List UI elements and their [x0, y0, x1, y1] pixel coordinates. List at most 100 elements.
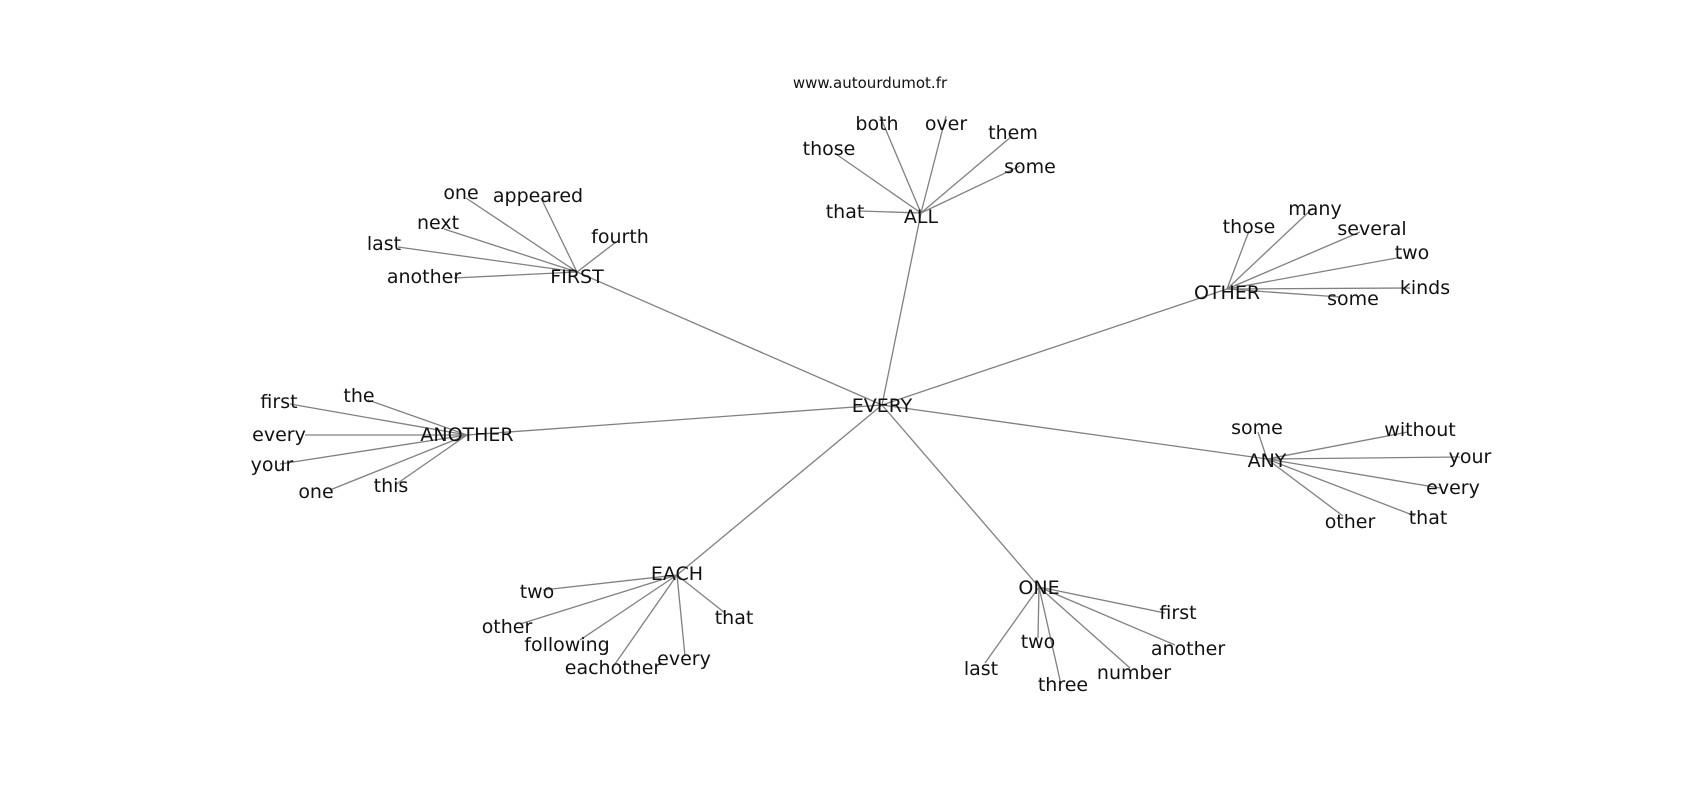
leaf-node-another-first: first [260, 391, 297, 413]
edge-each-other [519, 574, 678, 625]
edge-every-each [676, 404, 883, 576]
edge-first-another [453, 271, 578, 279]
edge-one-last [984, 586, 1040, 664]
leaf-node-first-last: last [367, 233, 401, 255]
edge-all-those [835, 153, 922, 214]
edge-any-every [1266, 458, 1441, 489]
hub-node-each: EACH [651, 563, 703, 585]
edge-first-one [465, 197, 578, 273]
edge-each-eachother [614, 574, 678, 665]
leaf-node-first-fourth: fourth [591, 226, 649, 248]
leaf-node-all-them: them [988, 122, 1038, 144]
edge-each-that [676, 574, 726, 614]
site-credit: www.autourdumot.fr [793, 74, 948, 92]
edge-every-all [881, 212, 922, 406]
leaf-node-one-three: three [1038, 674, 1088, 696]
graph-edges [279, 115, 1461, 681]
edge-other-two [1226, 256, 1403, 290]
edge-every-another [466, 404, 883, 436]
leaf-node-first-another: another [387, 266, 461, 288]
leaf-node-any-your: your [1449, 446, 1492, 468]
leaf-node-any-that: that [1409, 507, 1448, 529]
edge-first-next [443, 228, 578, 273]
edge-all-over [920, 115, 947, 214]
edge-each-following [579, 574, 678, 641]
hub-node-all: ALL [904, 206, 939, 228]
center-node: EVERY [852, 395, 913, 417]
edge-another-this [394, 434, 468, 486]
hub-node-another: ANOTHER [420, 424, 513, 446]
leaf-node-other-many: many [1288, 198, 1341, 220]
leaf-node-each-other: other [482, 616, 533, 638]
edge-one-first [1038, 586, 1166, 614]
leaf-node-another-this: this [374, 475, 409, 497]
edge-any-some [1257, 431, 1268, 460]
edge-each-every [676, 574, 686, 657]
leaf-node-other-those: those [1223, 216, 1276, 238]
leaf-node-all-those: those [803, 138, 856, 160]
leaf-node-first-one: one [443, 182, 478, 204]
leaf-node-one-two: two [1021, 631, 1056, 653]
leaf-node-each-that: that [715, 607, 754, 629]
leaf-node-any-some: some [1231, 417, 1283, 439]
edge-other-many [1226, 207, 1314, 290]
leaf-node-one-number: number [1097, 662, 1171, 684]
hub-node-first: FIRST [550, 266, 604, 288]
edge-one-two [1037, 586, 1040, 639]
leaf-node-other-kinds: kinds [1400, 277, 1450, 299]
edge-all-both [879, 115, 922, 214]
leaf-node-any-other: other [1325, 511, 1376, 533]
edge-all-them [920, 135, 1013, 214]
leaf-node-any-every: every [1426, 477, 1480, 499]
leaf-node-all-over: over [925, 113, 968, 135]
leaf-node-one-another: another [1151, 638, 1225, 660]
edge-all-some [920, 165, 1021, 214]
edge-other-kinds [1226, 287, 1411, 290]
hub-node-other: OTHER [1194, 282, 1260, 304]
edge-one-number [1038, 586, 1131, 669]
edge-first-fourth [576, 241, 617, 273]
edge-first-last [397, 246, 578, 273]
edge-other-some [1226, 288, 1341, 298]
leaf-node-each-two: two [520, 581, 555, 603]
leaf-node-all-that: that [826, 201, 865, 223]
edge-another-one [329, 434, 468, 491]
edge-other-several [1226, 231, 1361, 290]
hub-node-one: ONE [1018, 577, 1059, 599]
leaf-node-another-your: your [251, 454, 294, 476]
edge-any-other [1266, 458, 1344, 517]
leaf-node-one-last: last [964, 658, 998, 680]
edge-every-other [881, 288, 1228, 406]
leaf-node-one-first: first [1159, 602, 1196, 624]
leaf-node-another-every: every [252, 424, 306, 446]
leaf-node-any-without: without [1384, 419, 1455, 441]
leaf-node-first-next: next [417, 212, 459, 234]
edge-another-first [289, 403, 468, 436]
leaf-node-all-some: some [1004, 156, 1056, 178]
leaf-node-first-appeared: appeared [493, 185, 583, 207]
leaf-node-each-eachother: eachother [565, 657, 662, 679]
edge-one-another [1038, 586, 1176, 646]
leaf-node-other-two: two [1395, 242, 1430, 264]
leaf-node-another-one: one [298, 481, 333, 503]
edge-any-your [1266, 456, 1461, 460]
edge-another-your [279, 434, 468, 465]
edge-another-the [367, 399, 468, 436]
leaf-node-other-some: some [1327, 288, 1379, 310]
edge-other-those [1226, 230, 1250, 290]
leaf-node-other-several: several [1337, 218, 1406, 240]
graph-labels: www.autourdumot.fr EVERY both over them tho… [251, 74, 1492, 696]
edge-any-without [1266, 431, 1409, 460]
edge-each-two [542, 574, 678, 591]
leaf-node-all-both: both [855, 113, 898, 135]
edge-every-one [881, 404, 1040, 588]
edge-any-that [1266, 458, 1416, 517]
edge-every-first [576, 271, 883, 406]
edge-one-three [1038, 586, 1061, 681]
edge-every-any [881, 404, 1268, 460]
leaf-node-each-every: every [657, 648, 711, 670]
leaf-node-each-following: following [524, 634, 609, 656]
edge-first-appeared [540, 197, 578, 273]
hub-node-any: ANY [1248, 450, 1287, 472]
